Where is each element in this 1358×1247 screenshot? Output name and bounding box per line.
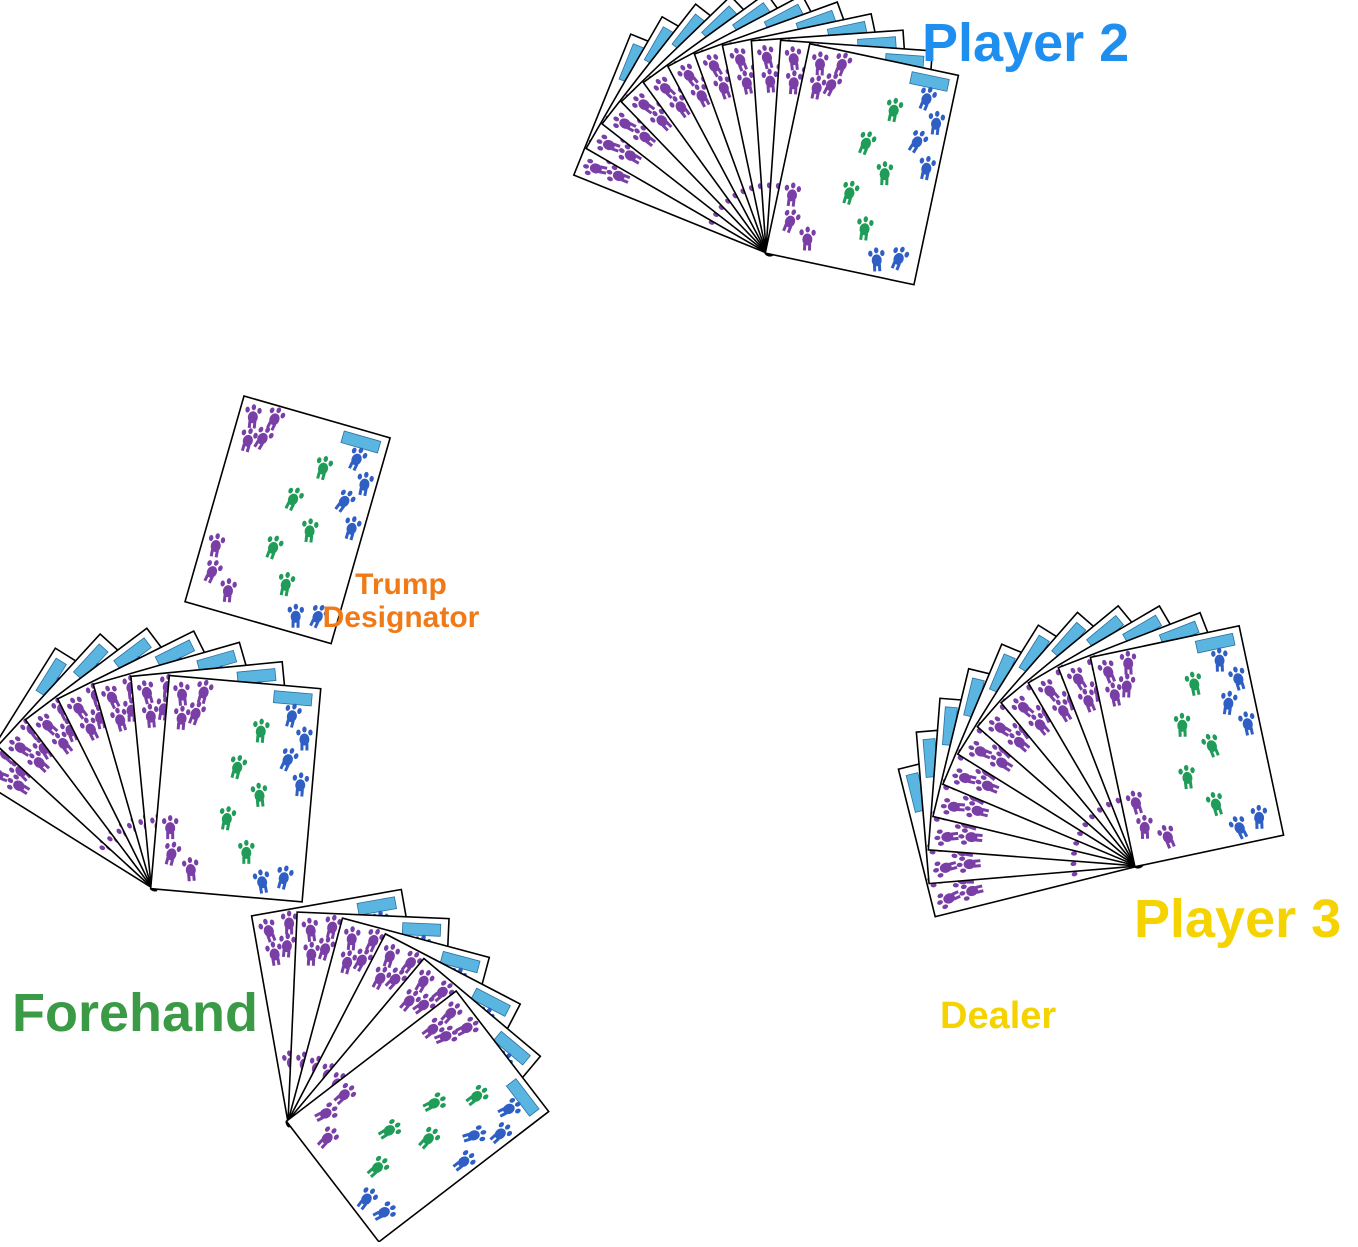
forehand-hand-upper [0,627,322,903]
player3-hand [897,604,1285,918]
forehand-hand-lower [250,888,550,1243]
trump-designator-card [184,395,392,645]
trump-label-line1: Trump [355,568,447,601]
card [764,42,960,286]
card [285,989,550,1243]
trump-label-line2: Designator [322,601,480,634]
forehand-label: Forehand [12,983,259,1043]
player3-label: Player 3 [1134,889,1342,949]
dealer-label: Dealer [940,995,1057,1037]
card [149,674,322,903]
player2-label: Player 2 [922,13,1130,73]
player2-hand [572,0,960,286]
card [184,395,392,645]
card [1089,624,1285,868]
trump-designator-label: Trump Designator [316,568,486,634]
